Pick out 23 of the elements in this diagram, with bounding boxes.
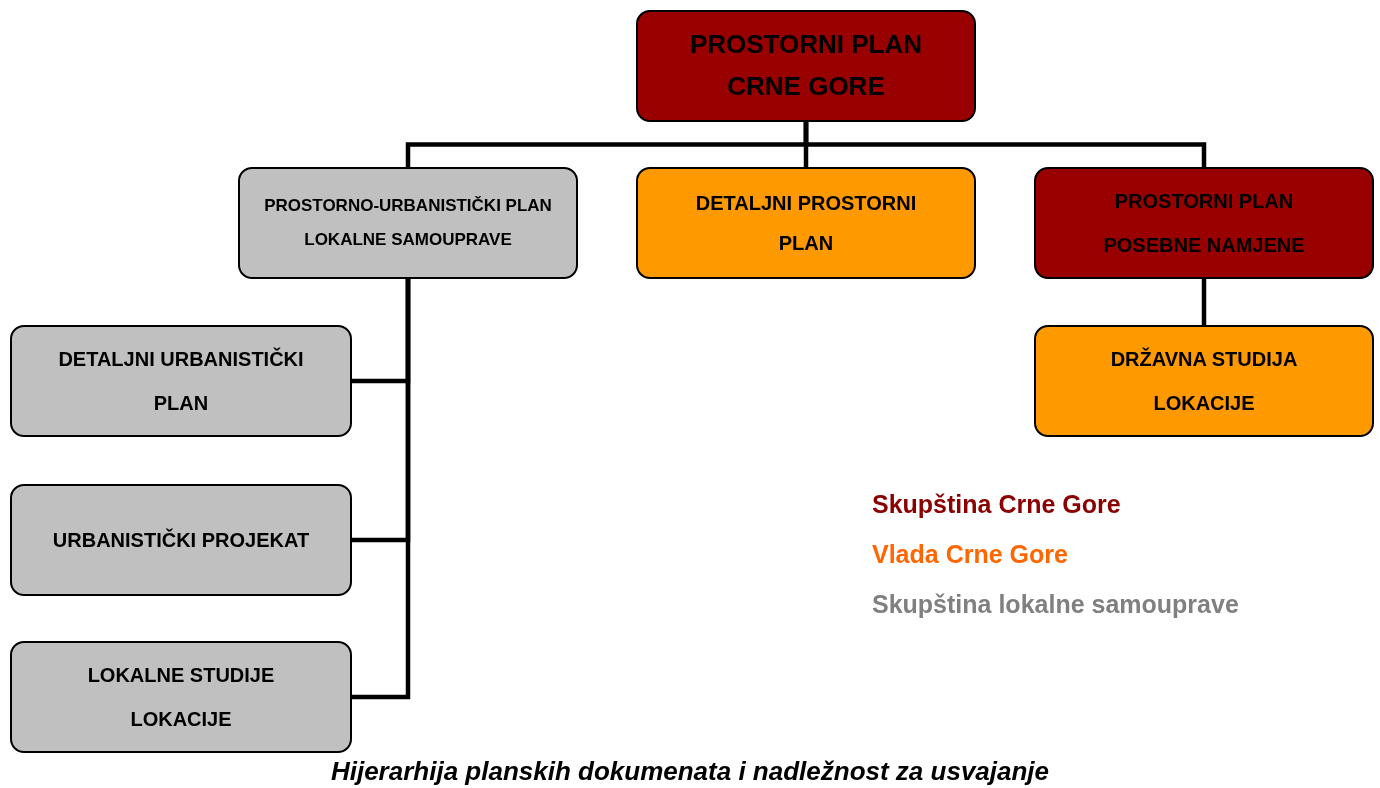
connector-line [352,279,411,700]
connector-line [803,122,1207,167]
plan-box [636,10,976,122]
plan-title: LOKALNE STUDIJE LOKACIJE [86,663,276,732]
connector-line [1201,279,1207,325]
legend-entry: Skupština lokalne samouprave [872,590,1239,619]
plan-title: URBANISTIČKI PROJEKAT [52,527,310,553]
caption: Hijerarhija planskih dokumenata i nadležnost za usvajanje [329,756,1051,787]
plan-title: PROSTORNI PLAN POSEBNE NAMJENE [1102,189,1306,258]
plan-box [1034,325,1374,437]
plan-box [10,641,352,753]
plan-box [10,484,352,596]
plan-title: DETALJNI PROSTORNI PLAN [694,191,918,256]
plan-box [10,325,352,437]
plan-box [636,167,976,279]
plan-title: PROSTORNI PLAN CRNE GORE [688,28,924,103]
plan-title: DETALJNI URBANISTIČKI PLAN [57,346,305,416]
plan-title: PROSTORNO-URBANISTIČKI PLAN LOKALNE SAMOUPRAVE [263,195,553,251]
plan-title: DRŽAVNA STUDIJA LOKACIJE [1109,346,1299,416]
plan-box [1034,167,1374,279]
plan-box [238,167,578,279]
legend-entry: Skupština Crne Gore [872,490,1121,519]
legend-entry: Vlada Crne Gore [872,540,1068,569]
